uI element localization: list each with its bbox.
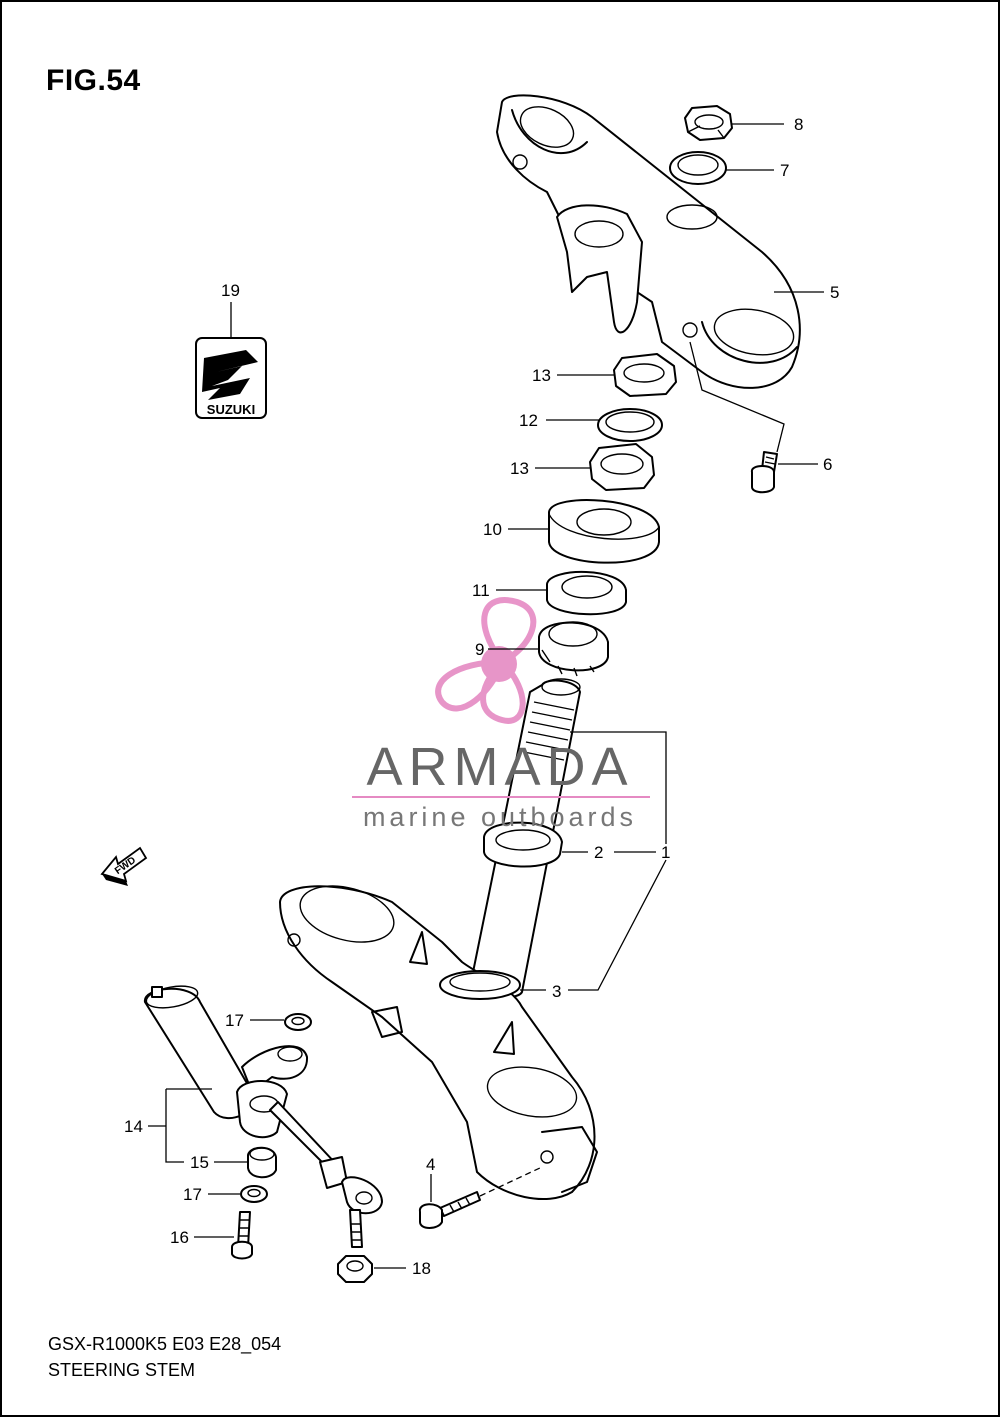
part-15-bushing	[247, 1146, 277, 1179]
watermark-brand: ARMADA	[366, 737, 633, 797]
figure-title: FIG.54	[46, 64, 141, 97]
fwd-arrow-icon: FWD	[100, 846, 148, 886]
callout-10: 10	[483, 520, 502, 539]
part-7-washer	[669, 151, 727, 185]
part-16-bolt	[231, 1211, 253, 1260]
callout-2: 2	[594, 843, 603, 862]
part-10-dust-seal	[548, 499, 660, 564]
callout-12: 12	[519, 411, 538, 430]
callout-17-upper: 17	[225, 1011, 244, 1030]
part-17-washer-upper	[284, 1013, 312, 1031]
part-9-bearing	[538, 621, 609, 677]
callout-14: 14	[124, 1117, 143, 1136]
watermark: ARMADA marine outboards	[352, 737, 650, 832]
callout-7: 7	[780, 161, 789, 180]
callout-11: 11	[472, 581, 490, 600]
part-19-suzuki-emblem: SUZUKI	[195, 337, 267, 419]
part-6-bolt	[751, 451, 778, 494]
leader-lines	[148, 123, 824, 1269]
callout-4: 4	[426, 1155, 435, 1174]
section-name: STEERING STEM	[48, 1360, 196, 1380]
emblem-text: SUZUKI	[207, 402, 255, 417]
part-13-lock-nut-upper	[613, 353, 677, 397]
callout-16: 16	[170, 1228, 189, 1247]
callout-9: 9	[475, 640, 484, 659]
callout-13-lower: 13	[510, 459, 529, 478]
part-18-nut	[337, 1255, 373, 1283]
callout-labels: 8 7 5 6 13 12 13 10 11 9 2 1 3 4 17 14 1…	[124, 115, 839, 1278]
part-lower-bracket	[279, 885, 598, 1200]
callout-17-lower: 17	[183, 1185, 202, 1204]
callout-1: 1	[661, 843, 670, 862]
callout-18: 18	[412, 1259, 431, 1278]
callout-15: 15	[190, 1153, 209, 1172]
part-14-steering-damper	[144, 985, 383, 1248]
model-code: GSX-R1000K5 E03 E28_054	[48, 1334, 282, 1354]
watermark-tagline: marine outboards	[363, 802, 637, 832]
callout-3: 3	[552, 982, 561, 1001]
part-11-bearing-race	[546, 570, 627, 616]
part-8-stem-nut	[684, 105, 733, 141]
part-17-washer-lower	[240, 1185, 268, 1203]
part-12-lock-washer	[597, 408, 663, 442]
callout-19: 19	[221, 281, 240, 300]
part-4-bolt	[418, 1166, 543, 1229]
callout-8: 8	[794, 115, 803, 134]
part-1-steering-stem	[469, 678, 581, 999]
callout-5: 5	[830, 283, 839, 302]
callout-13-upper: 13	[532, 366, 551, 385]
callout-6: 6	[823, 455, 832, 474]
part-13-lock-nut-lower	[589, 443, 655, 491]
part-5-upper-bracket	[496, 94, 801, 389]
watermark-propeller-icon	[435, 597, 537, 724]
